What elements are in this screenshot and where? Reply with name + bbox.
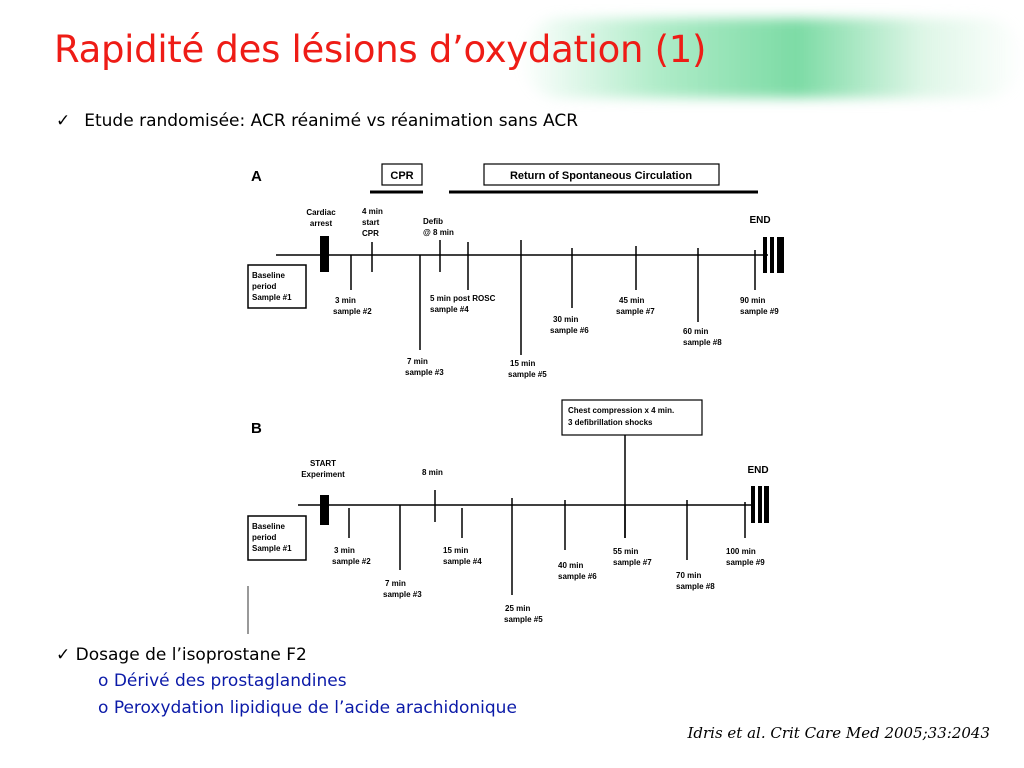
sample-b-2-time: 3 min (334, 546, 355, 555)
sample-a-9-time: 90 min (740, 296, 765, 305)
chest-compression-label-1: Chest compression x 4 min. (568, 406, 674, 415)
sub-bullet-peroxidation: o Peroxydation lipidique de l’acide arac… (98, 698, 517, 718)
cpr-box-label: CPR (390, 170, 413, 182)
start-label-2: Experiment (301, 470, 345, 479)
sample-a-2-time: 3 min (335, 296, 356, 305)
eight-min-label: 8 min (422, 468, 443, 477)
sample-a-5-label: sample #5 (508, 370, 547, 379)
bullet-study: ✓ Etude randomisée: ACR réanimé vs réanim… (56, 111, 578, 131)
sample-a-8-time: 60 min (683, 327, 708, 336)
end-a-label: END (749, 215, 770, 226)
chest-compression-box (561, 399, 703, 436)
sample-b-5-label: sample #5 (504, 615, 543, 624)
baseline-b-label-1: Baseline (252, 522, 285, 531)
cpr-box (381, 163, 423, 186)
cardiac-arrest-label-1: Cardiac (306, 208, 336, 217)
sample-b-3-label: sample #3 (383, 590, 422, 599)
start-experiment-marker (320, 495, 329, 525)
citation: Idris et al. Crit Care Med 2005;33:2043 (687, 724, 990, 742)
end-b-label: END (747, 465, 768, 476)
title-highlight (520, 18, 1024, 98)
chest-compression-label-2: 3 defibrillation shocks (568, 418, 653, 427)
samples-a: 3 min sample #2 7 min sample #3 5 min po… (333, 240, 779, 379)
end-b-bar-3 (764, 486, 769, 523)
rosc-box (483, 163, 720, 186)
rosc-box-label: Return of Spontaneous Circulation (510, 170, 692, 182)
panel-a-letter: A (251, 168, 262, 185)
sample-b-2-label: sample #2 (332, 557, 371, 566)
cardiac-arrest-marker (320, 236, 329, 272)
sample-b-9-label: sample #9 (726, 558, 765, 567)
sample-a-6-label: sample #6 (550, 326, 589, 335)
sample-a-3-label: sample #3 (405, 368, 444, 377)
sample-a-5-time: 15 min (510, 359, 535, 368)
slide-title: Rapidité des lésions d’oxydation (1) (54, 28, 707, 71)
sample-b-4-label: sample #4 (443, 557, 482, 566)
timeline-svg: A CPR Return of Spontaneous Circulation … (247, 163, 784, 624)
panel-b-letter: B (251, 420, 262, 437)
sample-b-3-time: 7 min (385, 579, 406, 588)
sub-bullet-marker: o (98, 698, 109, 718)
bullet-dosage-text: Dosage de l’isoprostane F2 (75, 645, 307, 665)
sample-a-8-label: sample #8 (683, 338, 722, 347)
sub-bullet-prostaglandins: o Dérivé des prostaglandines (98, 671, 347, 691)
sample-b-8-label: sample #8 (676, 582, 715, 591)
sample-a-7-time: 45 min (619, 296, 644, 305)
defib-label-1: Defib (423, 217, 443, 226)
sample-a-7-label: sample #7 (616, 307, 655, 316)
end-b-bar-2 (758, 486, 762, 523)
timeline-figure: A CPR Return of Spontaneous Circulation … (240, 150, 800, 636)
sample-b-6-label: sample #6 (558, 572, 597, 581)
timeline-figure-overlay: 55 min sample #7 70 min sample #8 100 mi… (240, 150, 800, 636)
sample-b-5-time: 25 min (505, 604, 530, 613)
bullet-dosage: ✓ Dosage de l’isoprostane F2 (56, 645, 307, 665)
sample-b-9-time: 100 min (726, 547, 756, 556)
checkmark-icon: ✓ (56, 645, 71, 665)
baseline-a-label-1: Baseline (252, 271, 285, 280)
start-cpr-label-3: CPR (362, 229, 379, 238)
sample-b-7-time: 55 min (613, 547, 638, 556)
sample-a-9-label: sample #9 (740, 307, 779, 316)
cardiac-arrest-label-2: arrest (310, 219, 333, 228)
sample-a-4-time: 5 min post ROSC (430, 294, 496, 303)
sample-a-6-time: 30 min (553, 315, 578, 324)
sample-b-6-time: 40 min (558, 561, 583, 570)
sample-a-4-label: sample #4 (430, 305, 469, 314)
baseline-a-label-2: period (252, 282, 277, 291)
end-a-bar-1 (763, 237, 767, 273)
baseline-b-box (247, 515, 307, 561)
baseline-a-box (247, 264, 307, 309)
bullet-study-text: Etude randomisée: ACR réanimé vs réanima… (84, 111, 579, 131)
sub-bullet-marker: o (98, 671, 109, 691)
sub-bullet-prostaglandins-text: Dérivé des prostaglandines (113, 671, 347, 691)
start-label-1: START (310, 459, 336, 468)
sub-bullet-peroxidation-text: Peroxydation lipidique de l’acide arachi… (113, 698, 517, 718)
end-b-bar-1 (751, 486, 755, 523)
baseline-b-label-2: period (252, 533, 277, 542)
end-a-bar-3 (777, 237, 784, 273)
checkmark-icon: ✓ (56, 111, 71, 131)
sample-b-8-time: 70 min (676, 571, 701, 580)
baseline-a-label-3: Sample #1 (252, 293, 292, 302)
timeline-overlay-svg: 55 min sample #7 70 min sample #8 100 mi… (247, 500, 765, 634)
defib-label-2: @ 8 min (423, 228, 454, 237)
sample-b-7-label: sample #7 (613, 558, 652, 567)
end-a-bar-2 (770, 237, 774, 273)
sample-a-3-time: 7 min (407, 357, 428, 366)
sample-a-2-label: sample #2 (333, 307, 372, 316)
start-cpr-label-2: start (362, 218, 380, 227)
start-cpr-label-1: 4 min (362, 207, 383, 216)
sample-b-4-time: 15 min (443, 546, 468, 555)
samples-b: 3 min sample #2 7 min sample #3 15 min s… (332, 498, 597, 624)
baseline-b-label-3: Sample #1 (252, 544, 292, 553)
